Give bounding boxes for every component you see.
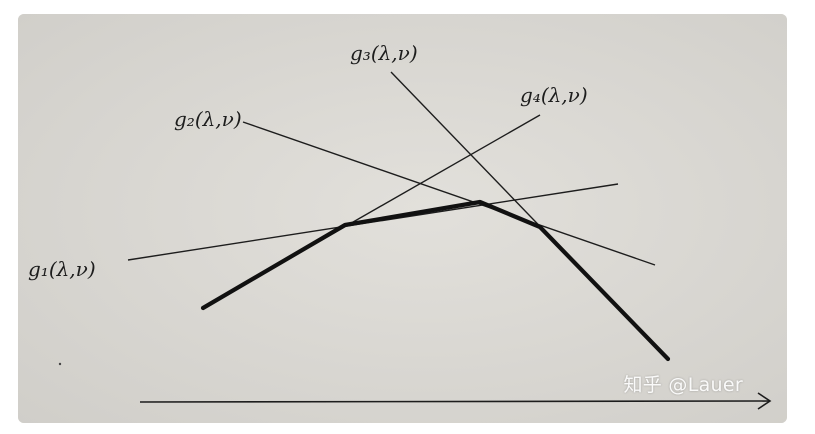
axis-arrowhead: [757, 392, 772, 410]
lower-envelope: [200, 199, 671, 362]
axis-line: [139, 400, 771, 403]
diagram-canvas: g₁(λ,ν) g₂(λ,ν) g₃(λ,ν) g₄(λ,ν): [18, 14, 787, 423]
paper-background: [18, 14, 787, 423]
photo-frame: g₁(λ,ν) g₂(λ,ν) g₃(λ,ν) g₄(λ,ν) 知乎 @Laue…: [18, 14, 787, 423]
label-g4: g₄(λ,ν): [520, 83, 588, 107]
label-g3: g₃(λ,ν): [350, 41, 418, 65]
label-g1: g₁(λ,ν): [28, 257, 96, 281]
line-g2: [242, 121, 656, 266]
label-g2: g₂(λ,ν): [174, 107, 242, 131]
pen-dot: [58, 362, 62, 366]
zhihu-watermark: 知乎 @Lauer: [623, 374, 743, 396]
